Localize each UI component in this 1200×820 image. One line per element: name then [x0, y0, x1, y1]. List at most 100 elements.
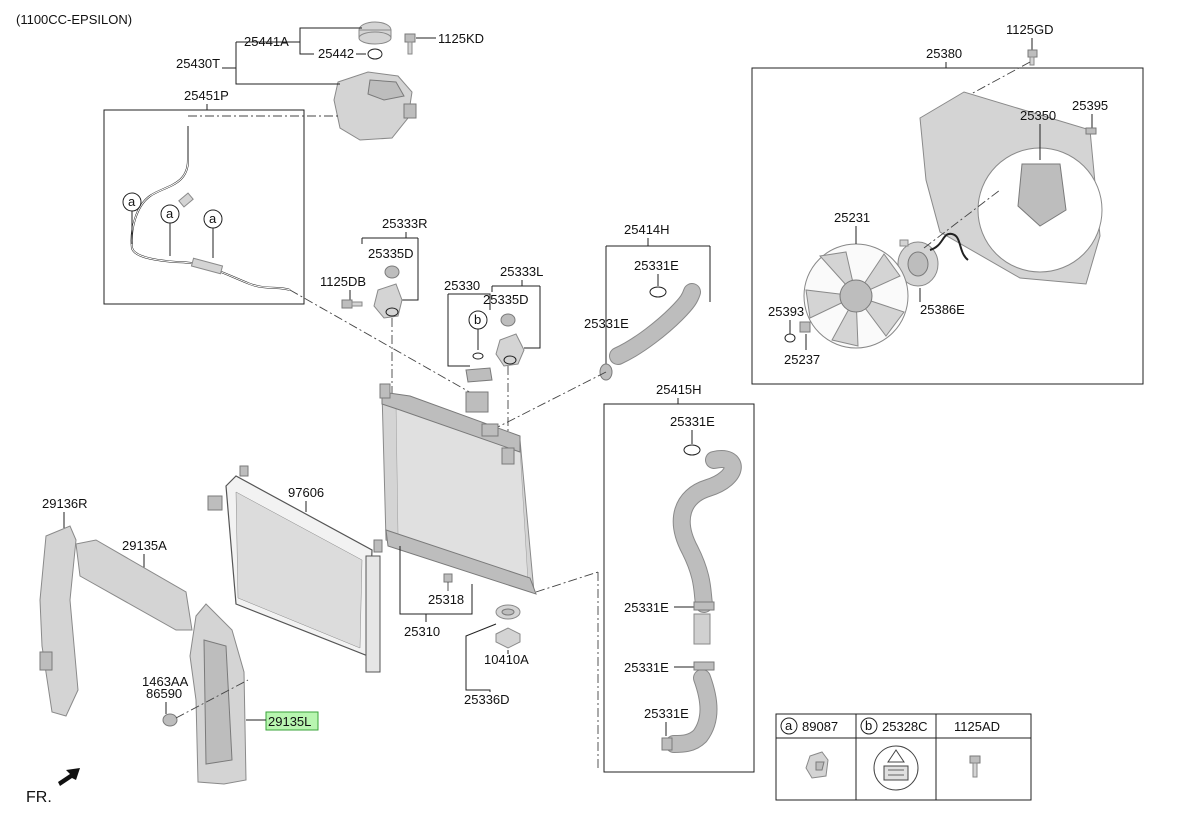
leader-25330	[447, 293, 491, 367]
front-arrow-icon	[58, 768, 80, 786]
fan-motor[interactable]	[897, 232, 969, 287]
filler-cap-25330[interactable]	[465, 352, 493, 383]
label-25335D-2: 25335D	[483, 292, 529, 307]
air-guard-29135L[interactable]	[189, 603, 247, 785]
legend-c: 1125AD	[954, 719, 1000, 778]
bolt-1125DB[interactable]	[341, 299, 363, 309]
clamp-25331E-lower-4[interactable]	[661, 737, 673, 751]
label-25331E-4: 25331E	[624, 600, 669, 615]
engine-title: (1100CC-EPSILON)	[16, 12, 132, 27]
dash-hose-to-radiator	[289, 289, 481, 399]
svg-text:a: a	[166, 206, 174, 221]
leader-25441A-b	[236, 41, 314, 55]
condenser-97606[interactable]	[207, 465, 383, 673]
cap-o-ring[interactable]	[367, 48, 383, 60]
air-guard-29135A[interactable]	[75, 539, 193, 631]
label-25442: 25442	[318, 46, 354, 61]
dash-shroud-bolt	[959, 61, 1031, 101]
screw-25395[interactable]	[1085, 127, 1097, 135]
front-label: FR.	[26, 789, 52, 806]
upper-radiator-hose[interactable]	[609, 283, 701, 365]
svg-text:a: a	[128, 194, 136, 209]
drain-plug-25318[interactable]	[443, 573, 453, 583]
label-25333L: 25333L	[500, 264, 543, 279]
label-25310: 25310	[404, 624, 440, 639]
callout-b-1: b	[468, 310, 488, 350]
fan-shroud[interactable]	[919, 91, 1103, 285]
clamp-25331E-lower-1[interactable]	[683, 444, 701, 456]
highlight-29135L[interactable]	[265, 711, 319, 731]
leader-25333L	[491, 280, 541, 349]
overflow-hose[interactable]	[130, 126, 291, 291]
label-1125GD: 1125GD	[1006, 22, 1053, 37]
lower-radiator-hose[interactable]	[665, 450, 742, 753]
label-29135A: 29135A	[122, 538, 167, 553]
reservoir-tank[interactable]	[333, 71, 417, 141]
radiator-25310[interactable]	[379, 383, 537, 595]
label-25415H: 25415H	[656, 382, 702, 397]
label-25237: 25237	[784, 352, 820, 367]
air-guard-29136R[interactable]	[39, 525, 79, 717]
callout-a-1: a	[122, 192, 142, 244]
warning-label-25328C-icon	[873, 745, 919, 791]
label-1125DB: 1125DB	[320, 274, 366, 289]
label-1463AA: 1463AA	[142, 674, 189, 689]
leader-25310	[399, 546, 473, 615]
leader-25333R	[361, 232, 419, 301]
label-25380: 25380	[926, 46, 962, 61]
legend-b-letter: b	[865, 718, 872, 733]
label-25430T: 25430T	[176, 56, 220, 71]
label-25386E: 25386E	[920, 302, 965, 317]
label-25231: 25231	[834, 210, 870, 225]
lower-hose-box-25415H	[603, 403, 755, 773]
label-25414H: 25414H	[624, 222, 670, 237]
legend-table	[775, 713, 1032, 801]
label-25331E-3: 25331E	[670, 414, 715, 429]
callout-a-3: a	[203, 209, 223, 258]
label-25333R: 25333R	[382, 216, 428, 231]
label-86590: 86590	[146, 686, 182, 701]
dash-lower-hose	[535, 571, 599, 593]
leader-25441A	[299, 27, 362, 42]
legend-a: a 89087	[780, 717, 838, 779]
clip-86590[interactable]	[162, 713, 178, 727]
legend-c-part: 1125AD	[954, 719, 1000, 734]
legend-a-letter: a	[785, 718, 793, 733]
label-25441A: 25441A	[244, 34, 289, 49]
clamp-25331E-upper-1[interactable]	[649, 286, 667, 298]
svg-text:a: a	[209, 211, 217, 226]
label-25350: 25350	[1020, 108, 1056, 123]
label-25331E-1: 25331E	[634, 258, 679, 273]
legend-b-part: 25328C	[882, 719, 928, 734]
fan-blade[interactable]	[803, 243, 909, 349]
leader-25336D	[465, 623, 497, 692]
label-25330: 25330	[444, 278, 480, 293]
radiator-cap-10410A[interactable]	[495, 604, 521, 649]
nut-25393[interactable]	[784, 321, 811, 343]
label-25335D-1: 25335D	[368, 246, 414, 261]
label-1125KD: 1125KD	[438, 31, 484, 46]
label-25331E-2: 25331E	[584, 316, 629, 331]
label-25451P: 25451P	[184, 88, 229, 103]
legend-b: b 25328C	[860, 717, 928, 791]
dash-upper-hose	[487, 371, 607, 433]
dash-clip	[175, 679, 249, 719]
bolt-1125AD-icon	[969, 755, 981, 778]
leader-25430T	[235, 42, 340, 85]
label-97606: 97606	[288, 485, 324, 500]
hose-box-25451P	[103, 109, 305, 305]
label-29135L: 29135L	[268, 714, 311, 729]
bolt-1125KD[interactable]	[404, 33, 416, 55]
bracket-25333L[interactable]	[495, 313, 525, 367]
clip-89087-icon	[805, 751, 829, 779]
clamp-25331E-lower-2[interactable]	[693, 601, 715, 611]
svg-text:b: b	[474, 312, 481, 327]
bolt-1125GD[interactable]	[1027, 49, 1038, 66]
label-25336D: 25336D	[464, 692, 510, 707]
bracket-25333R[interactable]	[373, 265, 403, 319]
leader-25414H	[605, 238, 711, 370]
reservoir-cap[interactable]	[358, 21, 392, 45]
label-25331E-5: 25331E	[624, 660, 669, 675]
clamp-25331E-lower-3[interactable]	[693, 661, 715, 671]
